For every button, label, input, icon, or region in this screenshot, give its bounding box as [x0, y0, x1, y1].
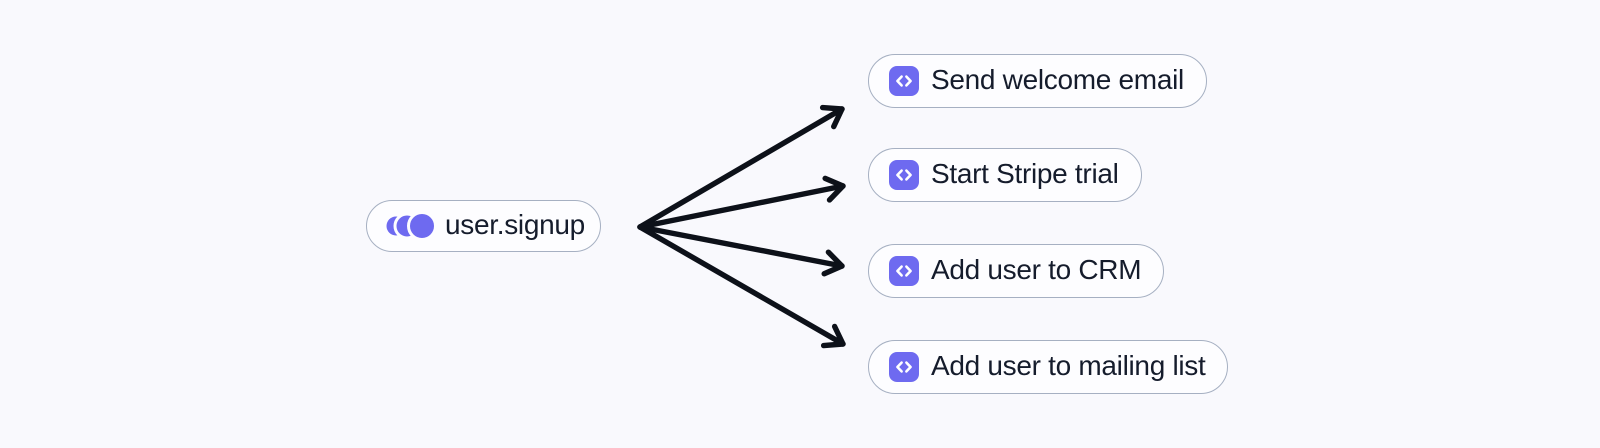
- event-node: user.signup: [366, 200, 601, 252]
- edge-start-stripe-trial: [637, 175, 846, 230]
- event-node-label: user.signup: [445, 209, 585, 240]
- handler-node-add-user-to-crm: Add user to CRM: [868, 244, 1165, 298]
- handler-node-add-user-to-mailing-list: Add user to mailing list: [868, 340, 1229, 394]
- code-icon: [889, 160, 919, 190]
- code-icon: [889, 352, 919, 382]
- edge-send-welcome-email: [637, 104, 845, 230]
- code-icon: [889, 66, 919, 96]
- handler-node-label: Add user to mailing list: [931, 350, 1206, 381]
- edge-add-user-to-mailing-list: [637, 224, 846, 349]
- handler-node-label: Send welcome email: [931, 64, 1184, 95]
- handler-node-start-stripe-trial: Start Stripe trial: [868, 148, 1142, 202]
- handler-node-send-welcome-email: Send welcome email: [868, 54, 1207, 108]
- handler-node-label: Start Stripe trial: [931, 158, 1119, 189]
- code-icon: [889, 256, 919, 286]
- event-pulse-icon: [386, 212, 436, 240]
- edge-add-user-to-crm: [637, 224, 845, 277]
- handler-node-label: Add user to CRM: [931, 254, 1142, 285]
